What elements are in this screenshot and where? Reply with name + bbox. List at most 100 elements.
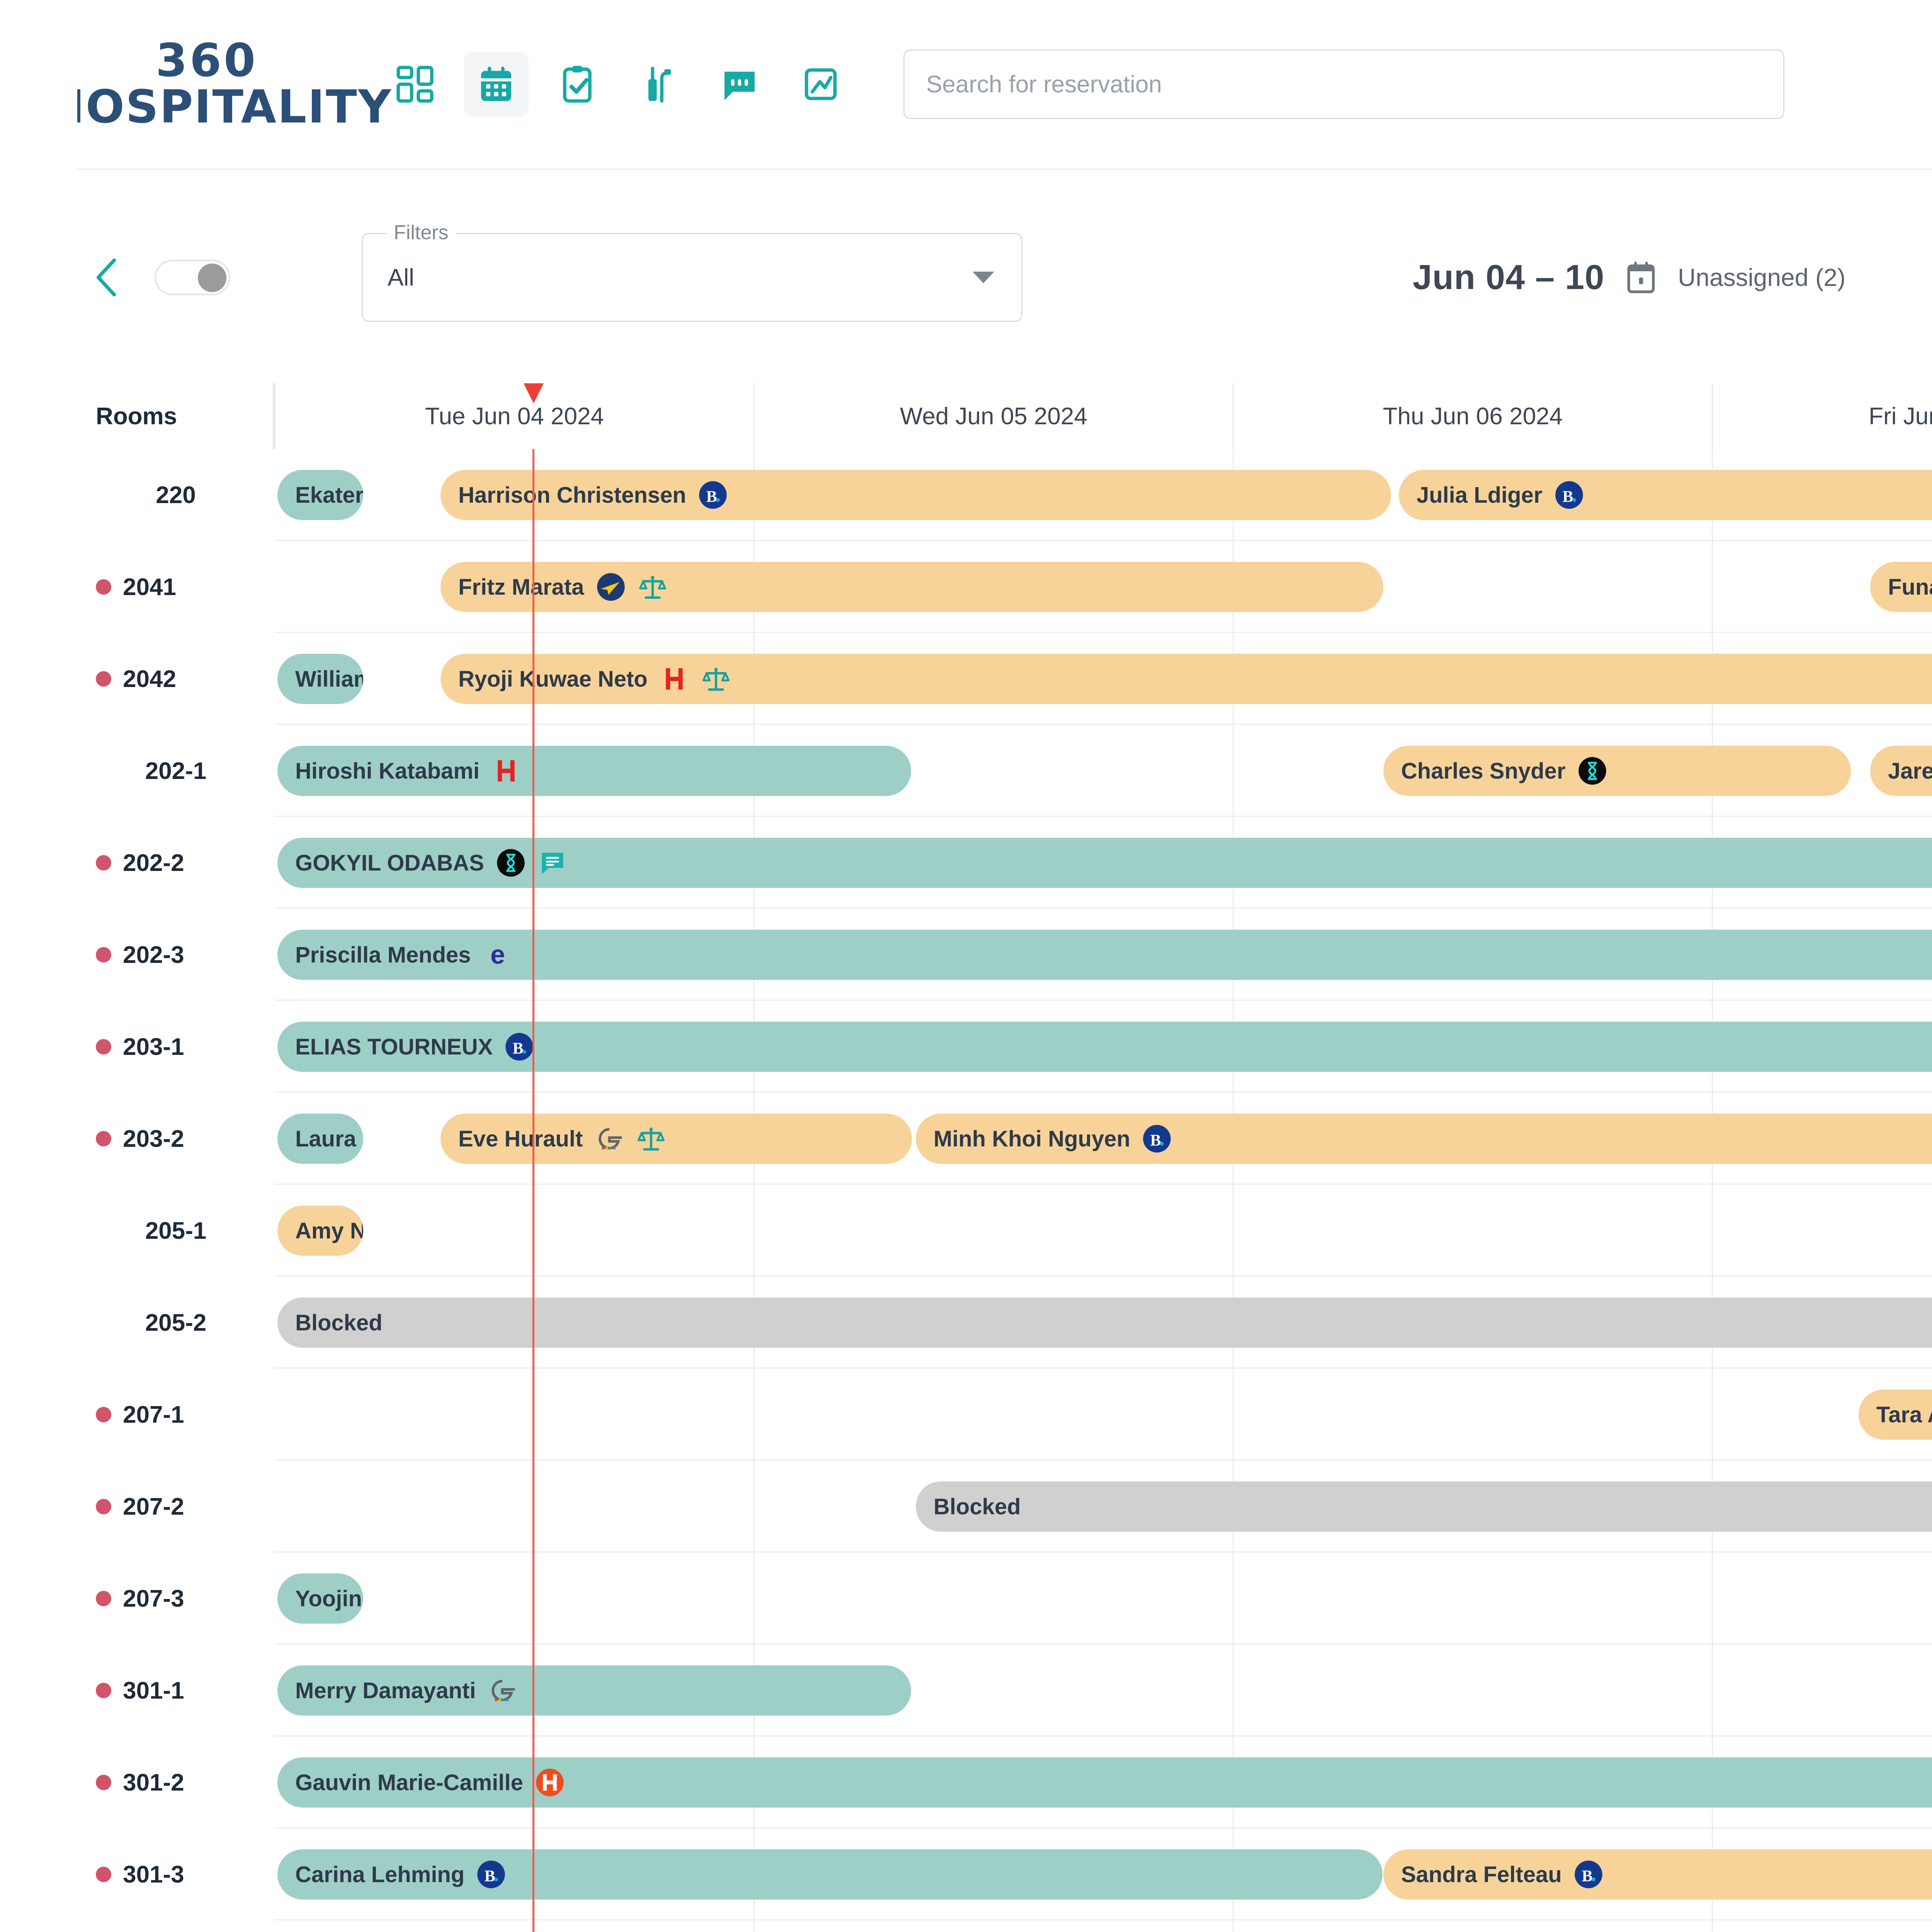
guest-name: Blocked	[934, 1494, 1021, 1519]
filters-select[interactable]: Filters All	[362, 221, 1022, 322]
reservation-bar[interactable]: Tara Atleo B	[1859, 1389, 1932, 1440]
reservation-bar[interactable]: Yoojin Yi...	[277, 1573, 363, 1624]
reservation-bar[interactable]: Gauvin Marie-Camille	[277, 1757, 1932, 1808]
nav-calendar-button[interactable]	[464, 52, 529, 117]
back-chevron-icon[interactable]	[89, 256, 124, 299]
nav-dashboard-button[interactable]	[383, 52, 447, 117]
room-number: 203-1	[123, 1033, 184, 1060]
room-row-label[interactable]: 2042	[77, 633, 274, 725]
reservation-bar[interactable]: Carina Lehming B	[277, 1849, 1383, 1900]
booking-badge: B	[1554, 480, 1584, 510]
room-row-label[interactable]: 205-1	[77, 1185, 274, 1277]
current-time-line	[532, 449, 534, 1932]
unassigned-count[interactable]: Unassigned (2)	[1678, 264, 1846, 291]
agoda-badge-icon	[497, 849, 525, 877]
blocked-bar[interactable]: Blocked	[916, 1481, 1932, 1532]
room-row-label[interactable]: 301-1	[77, 1645, 274, 1736]
reservation-bar[interactable]: Minh Khoi Nguyen B	[916, 1114, 1932, 1164]
reservation-bar[interactable]: Eve Hurault	[440, 1114, 912, 1164]
calendar-icon[interactable]	[1624, 260, 1658, 295]
reservation-bar[interactable]: GOKYIL ODABAS	[277, 838, 1932, 888]
guest-name: William ...	[295, 666, 363, 692]
search-container: Search for reservation	[903, 49, 1784, 119]
reservation-bar[interactable]: Amy Ny...	[277, 1206, 363, 1256]
nav-housekeeping-button[interactable]	[626, 52, 691, 117]
filters-label: Filters	[387, 221, 456, 244]
reservation-bar[interactable]: Merry Damayanti	[277, 1665, 911, 1716]
booking-com-badge-icon: B	[505, 1033, 534, 1061]
housekeeping-icon	[648, 66, 671, 103]
reservation-bar[interactable]: Harrison Christensen B	[440, 470, 1391, 520]
guest-name: Charles Snyder	[1401, 758, 1566, 784]
room-number: 2041	[123, 573, 176, 600]
balance-scale-icon	[702, 667, 730, 691]
hotelbeds-badge-icon	[666, 668, 683, 690]
day-column-divider	[753, 449, 755, 1932]
guest-name: Fritz Marata	[458, 574, 584, 600]
note-badge	[537, 848, 568, 878]
reservation-bar[interactable]: Funa Yamaguchi e	[1870, 562, 1932, 612]
reservation-bar[interactable]: Ryoji Kuwae Neto	[440, 654, 1932, 704]
guest-name: Amy Ny...	[295, 1218, 363, 1243]
day-column-header: Thu Jun 06 2024	[1233, 383, 1712, 449]
hotelbeds-badge-icon	[498, 760, 515, 782]
room-number: 301-3	[123, 1861, 184, 1888]
room-row-label[interactable]: 203-2	[77, 1093, 274, 1185]
blocked-bar[interactable]: Blocked	[277, 1298, 1932, 1348]
google-badge	[487, 1675, 517, 1706]
brand-logo[interactable]: 360 HOSPITALITY	[46, 37, 393, 134]
room-row-label[interactable]: 220	[77, 449, 274, 541]
balance-scale-icon	[638, 1127, 665, 1151]
nav-reports-button[interactable]	[788, 52, 853, 117]
reservation-bar[interactable]: Charles Snyder	[1383, 746, 1851, 796]
google-badge-icon	[492, 1680, 515, 1701]
search-input[interactable]: Search for reservation	[903, 49, 1784, 119]
room-row-label[interactable]: 203-1	[77, 1001, 274, 1093]
compact-view-toggle[interactable]	[155, 260, 230, 295]
reservation-bar[interactable]: Julia Ldiger B	[1399, 470, 1932, 520]
room-row-label[interactable]: 207-2	[77, 1461, 274, 1553]
agoda-badge-icon	[1578, 757, 1606, 785]
room-row-label[interactable]: 207-1	[77, 1369, 274, 1461]
booking-badge: B	[1573, 1859, 1604, 1889]
chevron-down-icon	[973, 272, 994, 283]
room-row-label[interactable]: 301-3	[77, 1828, 274, 1920]
room-number: 207-2	[123, 1493, 184, 1520]
guest-name: Minh Khoi Nguyen	[934, 1126, 1131, 1151]
date-range-label: Jun 04 – 10	[1413, 258, 1605, 297]
row-divider	[77, 1276, 1932, 1277]
nav-messages-button[interactable]	[707, 52, 772, 117]
room-number: 205-2	[145, 1309, 207, 1336]
row-divider	[77, 724, 1932, 725]
reservation-bar[interactable]: Priscilla Mendes e	[277, 930, 1932, 980]
guest-name: Blocked	[295, 1310, 383, 1335]
nav-tasks-button[interactable]	[545, 52, 610, 117]
room-row-label[interactable]: 202-2	[77, 817, 274, 909]
room-row-label[interactable]: 301-2	[77, 1736, 274, 1828]
room-number: 301-2	[123, 1769, 184, 1796]
row-divider	[77, 1459, 1932, 1461]
room-row-label[interactable]: 202-1	[77, 725, 274, 817]
reservation-bar[interactable]: Ekaterin...	[277, 470, 363, 520]
room-number: 207-3	[123, 1585, 184, 1612]
room-row-label[interactable]: 301-4	[77, 1920, 274, 1932]
row-divider	[77, 1092, 1932, 1093]
reservation-bar[interactable]: Sandra Felteau B	[1383, 1849, 1932, 1900]
reservation-bar[interactable]: Fritz Marata	[440, 562, 1383, 612]
left-gutter	[0, 0, 77, 1784]
reservation-bar[interactable]: Jared Picou	[1870, 746, 1932, 796]
reservation-bar[interactable]: ELIAS TOURNEUX B	[277, 1022, 1932, 1072]
room-row-label[interactable]: 207-3	[77, 1553, 274, 1645]
scale-badge	[701, 664, 731, 694]
hrs-badge-icon	[536, 1769, 564, 1796]
reservation-bar[interactable]: Hiroshi Katabami	[277, 746, 911, 796]
guest-name: Ekaterin...	[295, 482, 363, 508]
guest-name: Eve Hurault	[458, 1126, 583, 1151]
room-row-label[interactable]: 202-3	[77, 909, 274, 1001]
room-row-label[interactable]: 2041	[77, 541, 274, 633]
room-row-label[interactable]: 205-2	[77, 1277, 274, 1369]
reservation-bar[interactable]: William ...	[277, 654, 363, 704]
reservation-bar[interactable]: Laura Pr...	[277, 1114, 363, 1164]
brand-line2: HOSPITALITY	[46, 80, 393, 134]
